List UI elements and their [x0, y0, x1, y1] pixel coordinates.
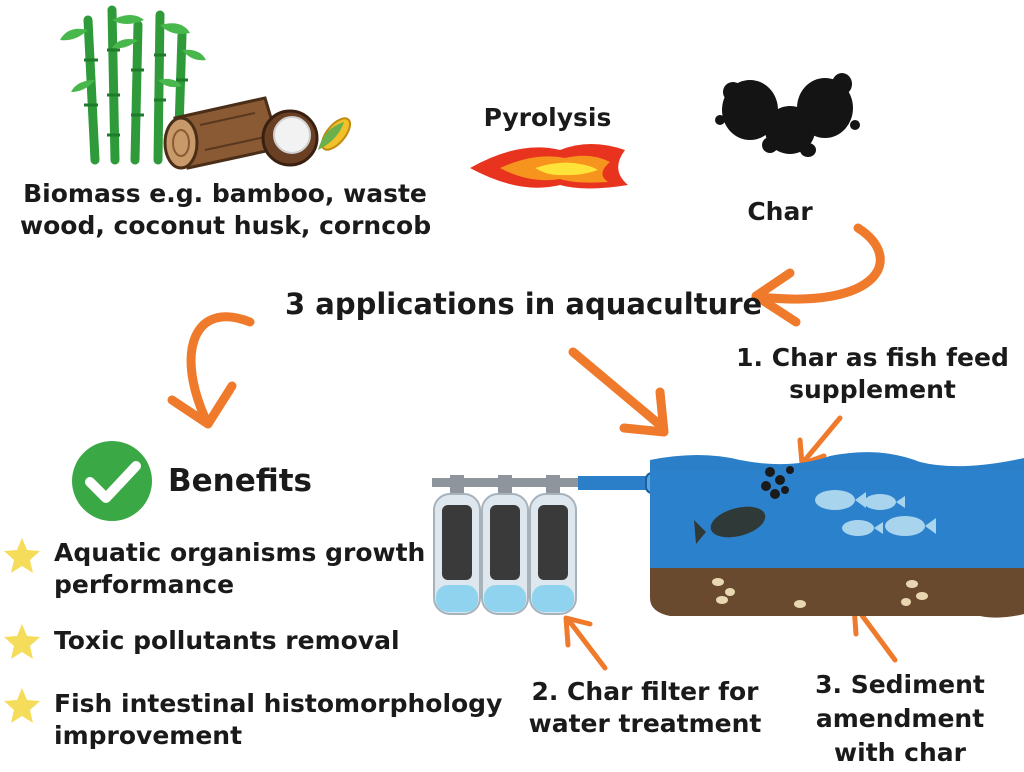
benefit-item-line1: Fish intestinal histomorphology [54, 689, 503, 718]
applications-title: 3 applications in aquaculture [285, 287, 763, 321]
coconut-icon [261, 109, 319, 167]
star-icon [4, 538, 40, 573]
benefit-item-line1: Aquatic organisms growth [54, 538, 426, 567]
benefit-item: Toxic pollutants removal [54, 625, 400, 657]
app2-label: 2. Char filter for water treatment [510, 676, 780, 740]
checkmark-icon [72, 441, 152, 521]
app2-label-line1: 2. Char filter for [531, 677, 759, 706]
app3-label-line1: 3. Sediment [815, 670, 985, 699]
benefit-item-line2: performance [54, 570, 235, 599]
fish-icon [864, 494, 905, 510]
app3-label-line2: amendment [815, 704, 985, 733]
benefit-item-line1: Toxic pollutants removal [54, 626, 400, 655]
arrow-filter-label [563, 615, 608, 671]
app1-label-line1: 1. Char as fish feed [736, 343, 1009, 372]
corncob-icon [318, 117, 352, 151]
app1-label-line2: supplement [789, 375, 956, 404]
biomass-label: Biomass e.g. bamboo, waste wood, coconut… [20, 178, 432, 242]
biomass-label-line1: Biomass e.g. bamboo, waste [23, 179, 427, 208]
star-icon [4, 688, 40, 723]
benefit-item-line2: improvement [54, 721, 243, 750]
flame-icon [470, 144, 628, 189]
arrow-apps-to-benefits [167, 312, 255, 429]
fish-icon [815, 490, 866, 510]
app3-label: 3. Sediment amendment with char [790, 668, 1010, 770]
pyrolysis-label: Pyrolysis [483, 103, 612, 132]
fish-icon [885, 516, 936, 536]
arrow-apps-to-pond [568, 347, 669, 437]
app3-label-line3: with char [834, 738, 966, 767]
benefit-item: Fish intestinal histomorphology improvem… [54, 688, 502, 752]
app2-label-line2: water treatment [528, 709, 762, 738]
char-pile-icon [715, 73, 860, 157]
biomass-label-line2: wood, coconut husk, corncob [20, 211, 432, 240]
pond-icon [650, 452, 1024, 618]
star-icon [4, 624, 40, 659]
app1-label: 1. Char as fish feed supplement [735, 342, 1010, 406]
benefit-item: Aquatic organisms growth performance [54, 537, 425, 601]
char-label: Char [747, 197, 813, 226]
bamboo-icon [60, 5, 206, 165]
water-filter-icon [432, 472, 693, 615]
fish-icon [842, 520, 883, 536]
arrow-char-to-apps [751, 223, 885, 327]
benefits-title: Benefits [168, 463, 312, 499]
fish-icon [694, 506, 766, 544]
